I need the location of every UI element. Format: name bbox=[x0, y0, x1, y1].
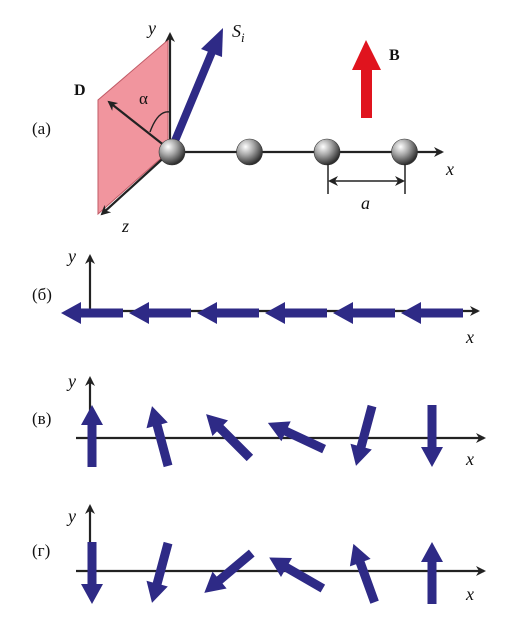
spin-arrow bbox=[333, 302, 395, 324]
spacing-label: a bbox=[361, 193, 370, 213]
spin-arrow bbox=[81, 542, 103, 604]
spin-label: Si bbox=[232, 21, 245, 45]
panel-d-label: (г) bbox=[32, 541, 50, 560]
atom bbox=[158, 138, 186, 166]
spin-arrow bbox=[204, 549, 255, 593]
panel-d-axis-x-label: x bbox=[465, 584, 474, 604]
panel-c-axis-x-label: x bbox=[465, 449, 474, 469]
spin-arrow bbox=[129, 302, 191, 324]
field-b-head bbox=[352, 40, 381, 70]
spin-arrow bbox=[401, 302, 463, 324]
spin-arrow bbox=[349, 543, 379, 604]
panel-a: (а) y z x D α Si B a bbox=[32, 18, 454, 236]
panel-b: (б) y x bbox=[32, 246, 480, 347]
spin-arrow bbox=[206, 414, 254, 462]
panel-c: (в) y x bbox=[32, 371, 486, 469]
panel-a-label: (а) bbox=[32, 119, 51, 138]
field-b-label: B bbox=[389, 47, 400, 64]
angle-arc bbox=[149, 111, 171, 133]
spin-arrow bbox=[421, 542, 443, 604]
field-b-shaft bbox=[361, 68, 372, 118]
spin-arrow bbox=[350, 404, 377, 466]
spin-arrow bbox=[267, 421, 326, 454]
atom bbox=[236, 138, 263, 166]
spin-label-main: S bbox=[232, 21, 241, 41]
spin-arrow bbox=[197, 302, 259, 324]
axis-x-label: x bbox=[445, 159, 454, 179]
panel-b-label: (б) bbox=[32, 285, 52, 304]
spin-label-sub: i bbox=[241, 30, 245, 45]
atom bbox=[313, 138, 341, 166]
panel-c-label: (в) bbox=[32, 409, 51, 428]
axis-y-label: y bbox=[146, 18, 156, 38]
dm-plane bbox=[97, 38, 169, 216]
angle-label: α bbox=[139, 89, 148, 108]
spin-arrow bbox=[146, 541, 173, 603]
spin-arrow bbox=[265, 302, 327, 324]
spin-arrow bbox=[81, 405, 103, 467]
axis-z-label: z bbox=[121, 216, 129, 236]
spin-vector-si-head bbox=[201, 28, 223, 57]
panel-b-axis-y-label: y bbox=[66, 246, 76, 266]
vector-d-label: D bbox=[74, 82, 86, 99]
axis-z bbox=[100, 151, 171, 216]
spin-vector-si bbox=[168, 50, 216, 150]
panel-c-axis-y-label: y bbox=[66, 371, 76, 391]
panel-d-axis-y-label: y bbox=[66, 506, 76, 526]
vector-d bbox=[107, 100, 171, 151]
spin-arrow bbox=[269, 557, 326, 593]
atom bbox=[391, 138, 418, 166]
panel-d: (г) y x bbox=[32, 504, 486, 604]
panel-b-axis-x-label: x bbox=[465, 327, 474, 347]
spin-arrow bbox=[421, 405, 443, 467]
spin-arrow bbox=[146, 406, 173, 468]
spin-arrow bbox=[61, 302, 123, 324]
